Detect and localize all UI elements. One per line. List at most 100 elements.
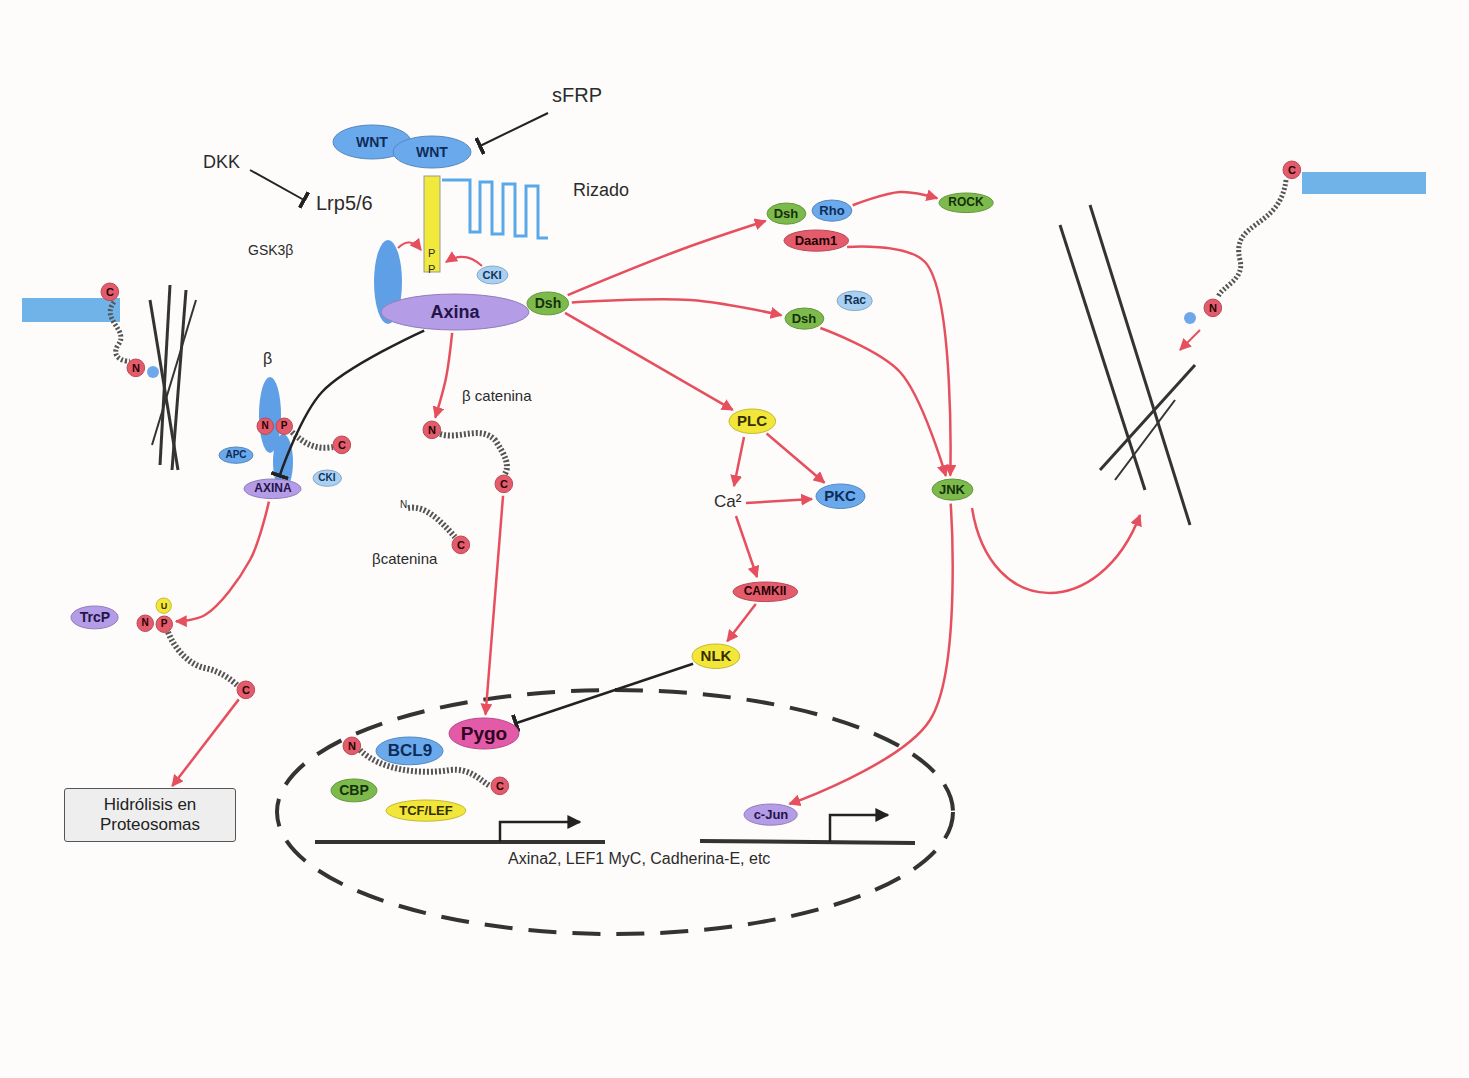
protein-label: β [263,350,272,368]
text-holder: N [348,740,356,753]
terminal-circle: P [155,615,174,634]
node-text: CAMKII [744,585,787,599]
cadherin-band [1302,172,1426,194]
oval-outline [331,779,377,802]
text-holder: N [1209,302,1217,315]
text-holder: Dsh [535,295,561,311]
signal-arrow [736,516,757,577]
signal-arrow [734,437,744,486]
node-text: C [496,780,504,793]
terminal-circle: C [1282,160,1302,180]
text-holder: Pygo [461,723,507,745]
text-holder: CBP [339,782,369,798]
circle-outline [495,475,513,493]
receptor-label: Rizado [573,180,629,201]
node-text: N [1209,302,1217,315]
circle-outline [452,536,470,554]
node-text: WNT [356,134,388,150]
text-holder: PLC [737,412,767,429]
node-text: C [457,539,465,552]
text-holder: JNK [939,483,965,498]
oval-outline [767,203,806,224]
terminus-label: N [400,499,407,511]
node-text: N [132,362,140,375]
protein-label: βcatenina [372,550,437,567]
text-holder: WNT [416,144,448,160]
beta-catenin-chain [440,433,507,474]
text-holder: N [141,617,148,629]
text-holder: Dsh [774,207,799,222]
text-holder: APC [225,449,246,461]
text-holder: P [161,618,168,630]
text-holder: Hidrólisis en Proteosomas [75,795,225,834]
node-text: C [500,478,508,491]
node-text: C [106,286,114,299]
beta-catenin-chain [1218,180,1286,297]
terminal-circle: P [275,417,294,436]
promoter-arrow [830,815,888,842]
protein-oval: Rac [836,290,873,312]
circle-outline [237,681,255,699]
terminal-circle: C [490,776,510,796]
protein-oval: AXINA [243,478,302,500]
text-holder: WNT [356,134,388,150]
circle-outline [101,283,119,301]
oval-outline [376,737,443,765]
node-text: Dsh [535,295,561,311]
text-holder: C [496,780,504,793]
lrp-receptor [424,176,440,272]
terminal-circle: N [126,358,146,378]
cadherin-band [22,298,120,322]
activation-arrow [435,333,452,418]
node-text: Dsh [774,207,799,222]
text-holder: N [261,420,268,432]
protein-label: β catenina [462,387,532,404]
inhibition-connector [280,331,424,476]
node-text: N [261,420,268,432]
oval-outline [477,266,508,284]
node-text: BCL9 [388,741,432,761]
text-holder: C [242,684,250,697]
phosphate-label: P [428,247,435,260]
protein-oval: NLK [691,643,741,669]
protein-oval: Axina [380,293,530,331]
text-holder: ROCK [948,196,983,210]
node-text: AXINA [254,482,291,496]
node-text: Pygo [461,723,507,745]
protein-oval: BCL9 [375,736,444,766]
protein-oval: APC [218,446,254,464]
text-holder: TCF/LEF [399,804,452,819]
text-holder: NLK [701,647,732,664]
terminal-circle: N [256,417,275,436]
node-text: C [242,684,250,697]
text-holder: C [338,439,346,452]
actin-filament [160,285,170,465]
terminal-circle: N [342,736,362,756]
text-holder: U [161,601,168,611]
alpha-catenin-dot [1184,312,1196,324]
node-text: ROCK [948,196,983,210]
protein-oval: Dsh [784,307,825,330]
alpha-catenin-dot [147,366,159,378]
protein-oval: CKI [312,469,342,487]
protein-oval: TrcP [70,605,119,630]
beta-catenin-chain [408,508,455,537]
protein-oval: PLC [728,408,777,434]
text-holder: CKI [318,472,335,484]
text-holder: N [132,362,140,375]
terminal-circle: C [236,680,256,700]
protein-oval: Dsh [526,291,570,316]
text-holder: Axina [430,302,479,323]
protein-oval: JNK [931,478,974,501]
node-text: TrcP [80,609,110,625]
text-holder: BCL9 [388,741,432,761]
activation-arrow [176,502,269,622]
text-holder: N [428,424,436,437]
oval-outline [386,800,466,821]
text-holder: C [1288,164,1296,177]
node-text: N [141,617,148,629]
circle-outline [156,616,173,633]
terminal-circle: N [1203,298,1223,318]
activation-arrow [789,504,952,804]
